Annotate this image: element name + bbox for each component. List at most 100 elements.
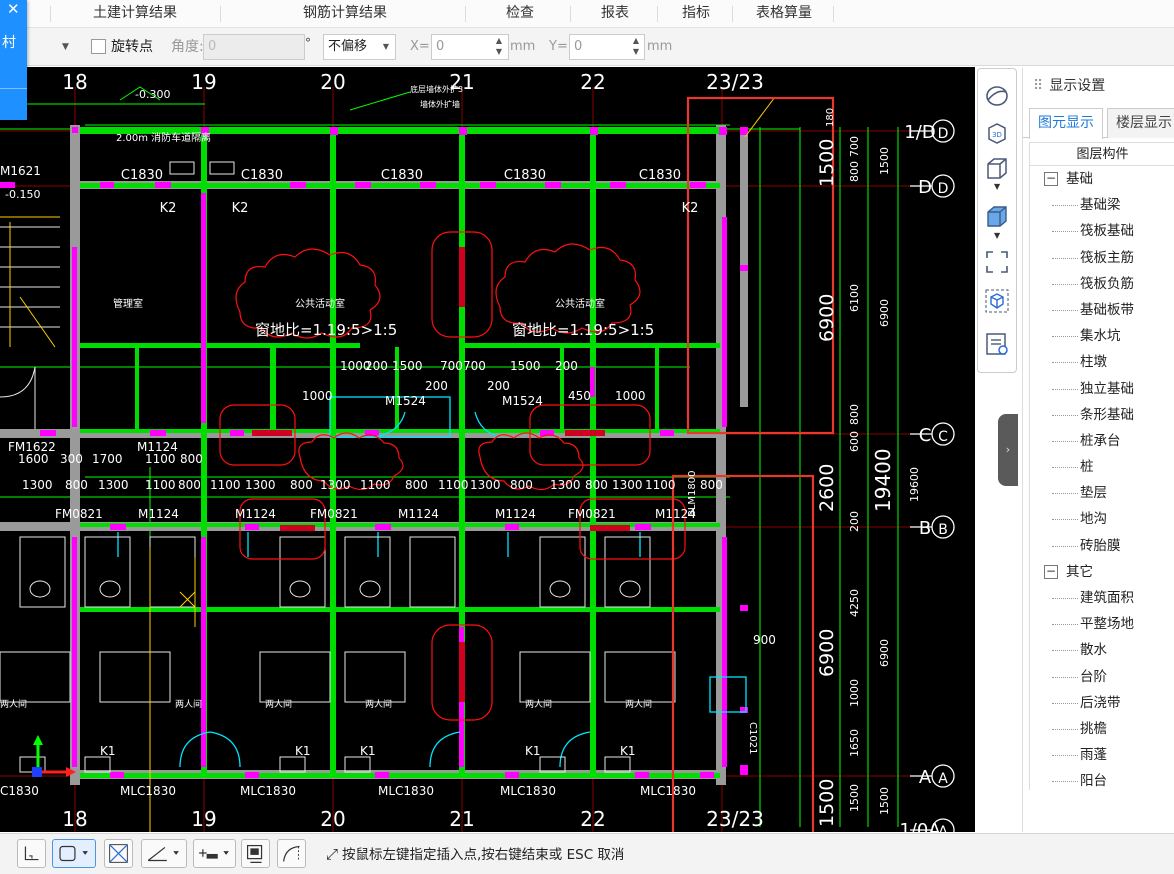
insert-point-icon[interactable] xyxy=(193,839,236,868)
tab-floor-display[interactable]: 楼层显示 xyxy=(1107,108,1174,138)
tree-item[interactable]: 台阶 xyxy=(1030,664,1174,690)
room-label: 公共活动室 xyxy=(295,297,345,310)
collapse-icon[interactable]: − xyxy=(1044,171,1058,186)
axis-label-top: 18 xyxy=(62,70,87,94)
collapse-icon[interactable]: − xyxy=(1044,563,1058,579)
drawing-canvas[interactable]: 18 19 20 21 22 23/23 18 19 20 21 22 23/2… xyxy=(0,67,975,832)
offset-select[interactable]: 不偏移▼ xyxy=(323,34,396,60)
tree-item[interactable]: 基础梁 xyxy=(1030,192,1174,218)
tree-item[interactable]: 筏板主筋 xyxy=(1030,245,1174,271)
tree-item-label: 建筑面积 xyxy=(1080,590,1134,606)
tree-item[interactable]: 条形基础 xyxy=(1030,402,1174,428)
dimension-text: 1300 xyxy=(550,478,581,492)
menu-rebar-results[interactable]: 钢筋计算结果 xyxy=(303,5,387,21)
menu-report[interactable]: 报表 xyxy=(601,5,629,21)
display-settings-icon[interactable] xyxy=(984,331,1010,357)
k-label: K1 xyxy=(295,744,311,758)
tree-column-header: 图层构件 xyxy=(1029,142,1174,166)
box-solid-icon[interactable] xyxy=(984,203,1010,229)
axis-label-top: 22 xyxy=(580,70,605,94)
3d-view-icon[interactable]: 3D xyxy=(984,120,1010,146)
tree-item-label: 筏板主筋 xyxy=(1080,249,1134,266)
tree-item[interactable]: 散水 xyxy=(1030,637,1174,663)
tree-group-row[interactable]: −基础 xyxy=(1030,166,1174,192)
arc-icon[interactable] xyxy=(277,839,306,868)
dimension-text: 1000 xyxy=(340,359,371,373)
tab-element-display[interactable]: 图元显示 xyxy=(1029,108,1103,139)
tree-item[interactable]: 筏板负筋 xyxy=(1030,271,1174,297)
tree-item[interactable]: 砖胎膜 xyxy=(1030,533,1174,559)
cube-select-icon[interactable] xyxy=(984,288,1010,314)
dimension-text: 1500 xyxy=(816,139,838,187)
tree-item[interactable]: 阳台 xyxy=(1030,768,1174,790)
snap-corner-icon[interactable] xyxy=(17,839,46,868)
dimension-text: 1100 xyxy=(145,478,176,492)
save-view-icon[interactable] xyxy=(241,839,270,868)
dimension-text: 1500 xyxy=(848,784,861,812)
tree-item[interactable]: 地沟 xyxy=(1030,506,1174,532)
dimension-text: 1600 xyxy=(18,452,49,466)
x-spinner[interactable]: ▲▼ xyxy=(495,36,503,56)
chevron-down-icon[interactable]: ▼ xyxy=(994,231,1001,240)
axis-bubbles xyxy=(910,119,955,832)
menu-table-quantity[interactable]: 表格算量 xyxy=(756,5,812,21)
dropdown-arrow-icon[interactable]: ▼ xyxy=(62,42,69,52)
door-label: M1524 xyxy=(385,394,426,408)
dimension-text: 1100 xyxy=(360,478,391,492)
tree-item[interactable]: 桩承台 xyxy=(1030,428,1174,454)
dimension-text: 1300 xyxy=(245,478,276,492)
rotate-point-checkbox[interactable] xyxy=(91,39,106,54)
axis-label-bottom: 19 xyxy=(191,807,216,831)
panel-fragment-text: 村 xyxy=(2,35,16,51)
dimension-text: 2600 xyxy=(816,464,838,512)
tree-item[interactable]: 独立基础 xyxy=(1030,376,1174,402)
dimension-text: 600 xyxy=(848,431,861,452)
angle-icon[interactable] xyxy=(141,839,187,868)
tree-item[interactable]: 建筑面积 xyxy=(1030,585,1174,611)
dimension-text: 800 xyxy=(848,161,861,182)
note-text: 底层墙体外扩3 xyxy=(410,84,463,94)
tree-item[interactable]: 柱墩 xyxy=(1030,349,1174,375)
cross-select-icon[interactable] xyxy=(104,839,133,868)
tree-item[interactable]: 基础板带 xyxy=(1030,297,1174,323)
view-toolbar: 3D ▼ ▼ xyxy=(977,68,1017,373)
x-input[interactable]: 0 xyxy=(431,34,509,60)
window-label: C1830 xyxy=(121,168,163,183)
drag-handle-icon[interactable]: ⠿ xyxy=(1033,78,1044,94)
tree-item[interactable]: 筏板基础 xyxy=(1030,218,1174,244)
menu-index[interactable]: 指标 xyxy=(682,5,710,21)
tree-item[interactable]: 平整场地 xyxy=(1030,611,1174,637)
y-spinner[interactable]: ▲▼ xyxy=(632,36,640,56)
tree-item[interactable]: 集水坑 xyxy=(1030,323,1174,349)
rectangle-select-icon[interactable] xyxy=(52,839,96,868)
chevron-down-icon[interactable]: ▼ xyxy=(994,182,1001,191)
tree-item[interactable]: 挑檐 xyxy=(1030,716,1174,742)
orbit-icon[interactable] xyxy=(984,83,1010,109)
layer-tree[interactable]: −基础 基础梁 筏板基础 筏板主筋 筏板负筋 基础板带 集水坑 柱墩 独立基础 … xyxy=(1029,166,1174,790)
menu-bar: 土建计算结果 钢筋计算结果 检查 报表 指标 表格算量 xyxy=(0,0,1174,28)
dimension-text: 6900 xyxy=(878,639,891,667)
dimension-text: 1000 xyxy=(615,389,646,403)
dimension-text: 800 xyxy=(290,478,313,492)
axis-bubble-text: D xyxy=(938,181,949,197)
stair-lines xyxy=(0,96,776,832)
tree-group-row[interactable]: −其它 xyxy=(1030,559,1174,585)
cad-drawing[interactable]: 18 19 20 21 22 23/23 18 19 20 21 22 23/2… xyxy=(0,67,975,832)
close-icon[interactable]: ✕ xyxy=(7,0,20,18)
menu-check[interactable]: 检查 xyxy=(506,5,534,21)
menu-civil-results[interactable]: 土建计算结果 xyxy=(93,5,177,21)
tree-item[interactable]: 桩 xyxy=(1030,454,1174,480)
y-input[interactable]: 0 xyxy=(569,34,645,60)
elevation-label: -0.300 xyxy=(135,88,170,101)
tree-item[interactable]: 雨蓬 xyxy=(1030,742,1174,768)
tree-item[interactable]: 垫层 xyxy=(1030,480,1174,506)
fit-view-icon[interactable] xyxy=(984,249,1010,275)
panel-tabs: 图元显示 楼层显示 xyxy=(1023,106,1174,139)
panel-collapse-handle[interactable]: › xyxy=(998,414,1018,486)
box-wire-icon[interactable] xyxy=(984,155,1010,181)
tree-item[interactable]: 后浇带 xyxy=(1030,690,1174,716)
tree-item-label: 集水坑 xyxy=(1080,328,1121,345)
angle-input[interactable]: 0 xyxy=(203,34,305,60)
divider xyxy=(0,88,27,89)
door-label: M1124 xyxy=(495,507,536,521)
